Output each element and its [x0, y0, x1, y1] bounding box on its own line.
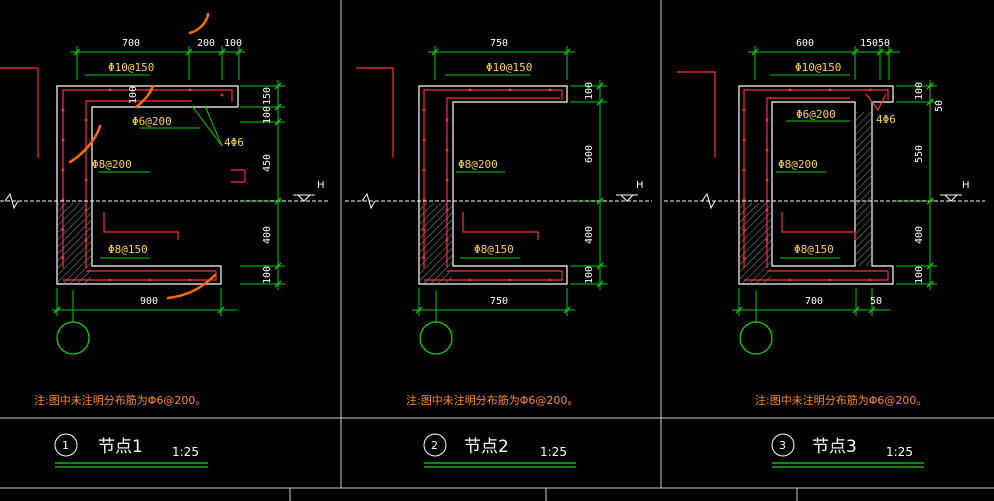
label-dist-bar: Φ6@200 [796, 108, 836, 121]
note-text: 注:图中未注明分布筋为Φ6@200。 [406, 393, 578, 407]
dim-bottom: 900 [140, 296, 158, 307]
panel-3: 600 150 50 700 50 100 550 400 100 50 Φ10… [664, 38, 985, 468]
panel-2: 750 750 100 600 400 100 Φ10@150 Φ8@200 Φ… [345, 38, 652, 468]
label-bottom-bar: Φ8@150 [794, 243, 834, 256]
detail-number-circle [423, 433, 447, 457]
dim-bottom-1: 700 [805, 296, 823, 307]
ticks [735, 48, 934, 314]
dim-right-3: 450 [262, 154, 273, 172]
dim-right-4: 100 [584, 266, 595, 284]
rebar [356, 67, 563, 281]
detail-number: 3 [779, 439, 786, 452]
level-mark: H [962, 180, 970, 191]
axis-bubble [419, 321, 453, 355]
label-top-bar: Φ10@150 [795, 61, 841, 74]
label-corner-bar: 4Φ6 [876, 113, 896, 126]
dim-web-100: 100 [128, 86, 139, 104]
label-wall-bar: Φ8@200 [778, 158, 818, 171]
label-corner-bar: 4Φ6 [224, 136, 244, 149]
dim-top-1: 600 [796, 38, 814, 49]
label-bottom-bar: Φ8@150 [108, 243, 148, 256]
dim-bottom-2: 50 [870, 296, 882, 307]
label-wall-bar: Φ8@200 [92, 158, 132, 171]
label-dist-bar: Φ6@200 [132, 115, 172, 128]
axis-bubble [739, 321, 773, 355]
dim-top-3: 50 [878, 38, 890, 49]
dimensions [0, 46, 330, 316]
label-wall-bar: Φ8@200 [458, 158, 498, 171]
detail-number-circle [771, 433, 795, 457]
axis-bubble [56, 321, 90, 355]
ticks [415, 48, 604, 314]
detail-title: 节点2 [464, 437, 509, 457]
dim-right-3: 400 [914, 226, 925, 244]
detail-scale: 1:25 [540, 445, 567, 459]
detail-scale: 1:25 [886, 445, 913, 459]
dim-top-1: 700 [122, 38, 140, 49]
dimensions [345, 46, 652, 316]
label-bottom-bar: Φ8@150 [474, 243, 514, 256]
wall-hatch [856, 112, 871, 266]
inner-outline [771, 101, 856, 267]
hatch-area [740, 203, 771, 283]
detail-scale: 1:25 [172, 445, 199, 459]
section-outline [738, 85, 894, 285]
dim-top-2: 200 [197, 38, 215, 49]
detail-number-circle [54, 433, 78, 457]
label-top-bar: Φ10@150 [486, 61, 532, 74]
dimensions [664, 46, 985, 316]
rebar-dots [742, 88, 872, 282]
markup-strokes [68, 12, 217, 300]
dim-right-1: 100 [584, 82, 595, 100]
ticks [53, 48, 282, 314]
detail-number: 1 [62, 439, 69, 452]
panel-1: 700 200 100 900 150 100 450 400 100 100 … [0, 12, 330, 468]
detail-title: 节点1 [98, 437, 143, 457]
rebar [0, 67, 246, 281]
dim-right-2: 550 [914, 145, 925, 163]
dim-right-1: 150 [262, 87, 273, 105]
level-mark: H [636, 180, 644, 191]
dim-top-2: 150 [860, 38, 878, 49]
note-text: 注:图中未注明分布筋为Φ6@200。 [34, 393, 206, 407]
level-mark: H [317, 180, 325, 191]
dim-right-4: 400 [262, 226, 273, 244]
dim-top-3: 100 [224, 38, 242, 49]
dim-right-3: 400 [584, 226, 595, 244]
detail-number: 2 [431, 439, 438, 452]
dim-right-2: 100 [262, 106, 273, 124]
detail-title: 节点3 [812, 437, 857, 457]
dim-right-2: 600 [584, 145, 595, 163]
dim-right-1: 100 [914, 82, 925, 100]
dim-right-extra: 50 [934, 100, 945, 112]
label-top-bar: Φ10@150 [108, 61, 154, 74]
section-outline [418, 85, 568, 285]
dim-right-4: 100 [914, 266, 925, 284]
section-outline [56, 85, 239, 285]
dim-top-1: 750 [490, 38, 508, 49]
note-text: 注:图中未注明分布筋为Φ6@200。 [755, 393, 927, 407]
dim-right-5: 100 [262, 266, 273, 284]
dim-bottom: 750 [490, 296, 508, 307]
